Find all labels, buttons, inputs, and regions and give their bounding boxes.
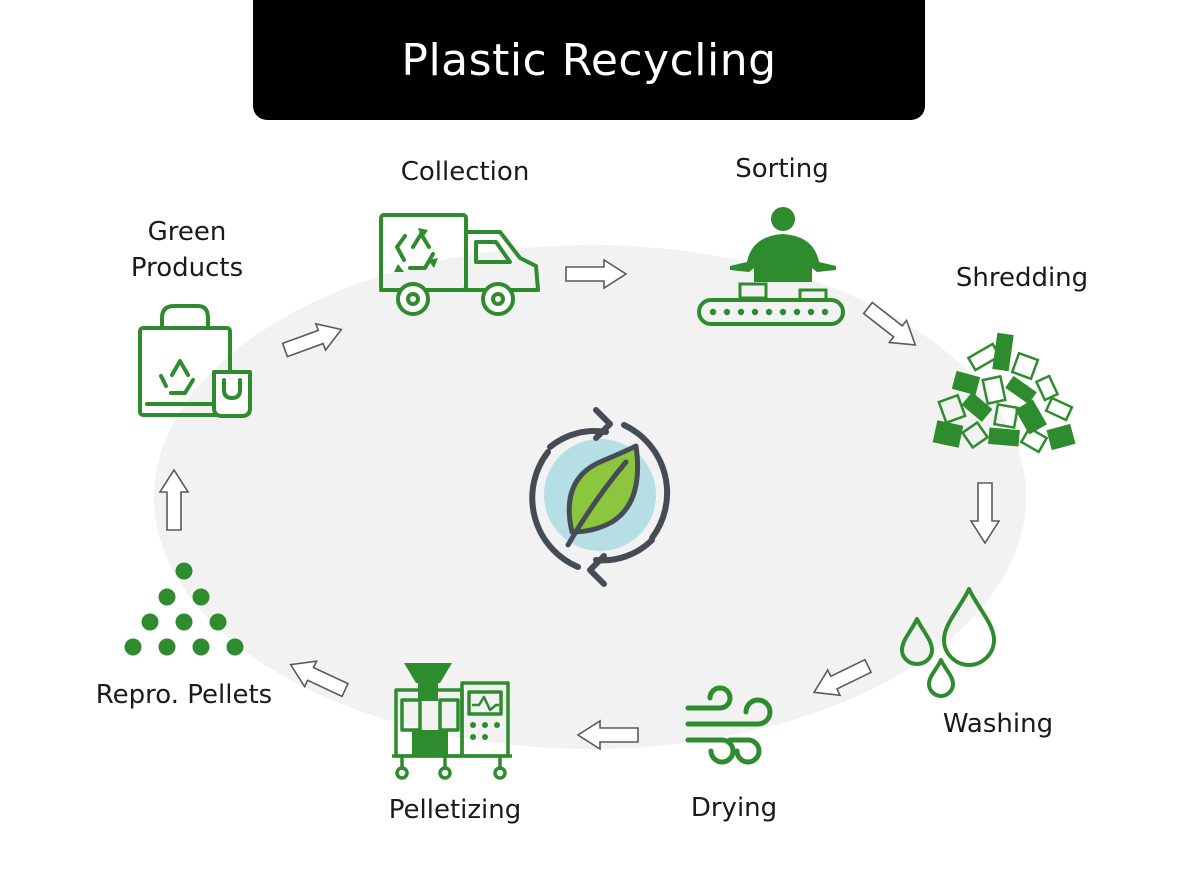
label-sorting: Sorting [735,154,829,184]
pellet-pile-icon [124,562,244,656]
title-bar: Plastic Recycling [253,0,925,120]
label-drying: Drying [690,793,778,823]
water-drops-icon [900,587,996,698]
pelletizing-machine-icon [392,663,512,780]
shredded-plastic-icon [932,332,1076,454]
page-title: Plastic Recycling [401,34,777,86]
label-collection: Collection [400,157,530,187]
label-green-products-line1: Green [147,217,227,247]
label-repro-pellets: Repro. Pellets [95,680,273,710]
wind-icon [685,685,773,765]
conveyor-sorting-icon [697,207,845,326]
label-washing: Washing [942,709,1054,739]
label-shredding: Shredding [955,263,1089,293]
recycling-truck-icon [379,213,540,316]
recycled-bag-icon [138,304,252,418]
eco-cycle-leaf-icon [529,407,671,587]
label-pelletizing: Pelletizing [388,795,522,825]
label-green-products-line2: Products [130,253,244,283]
